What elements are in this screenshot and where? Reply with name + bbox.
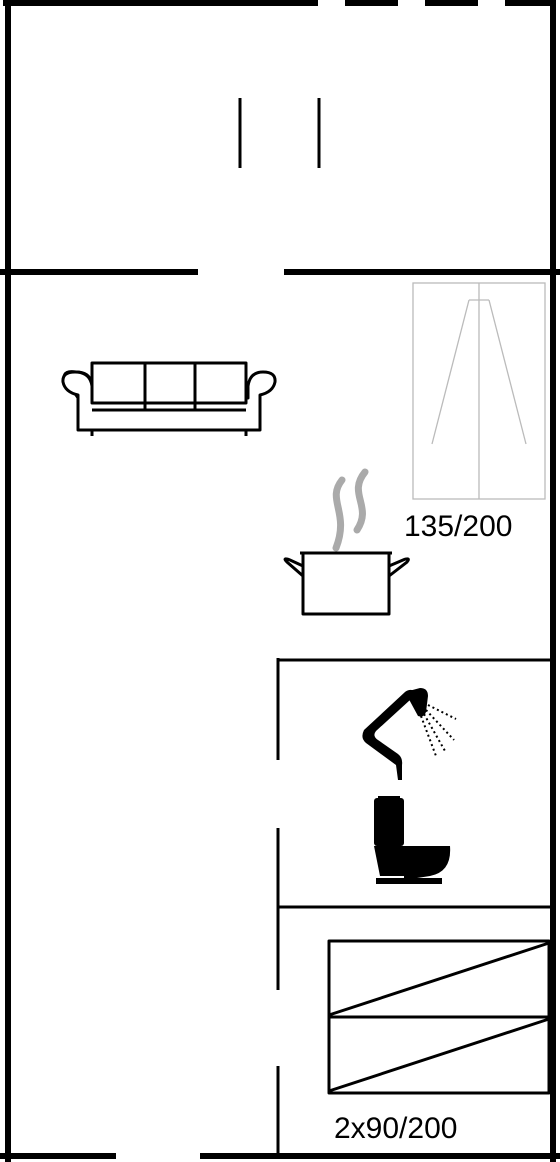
toilet-icon [374, 796, 451, 884]
sofa-icon [61, 361, 277, 436]
cooking-pot-icon [283, 468, 410, 616]
interior-walls [276, 658, 552, 1158]
double-bed-label: 135/200 [404, 510, 512, 543]
shower-icon [362, 688, 457, 780]
twin-beds-label: 2x90/200 [334, 1112, 457, 1145]
double-bed [412, 282, 546, 500]
terrace-area [3, 0, 556, 272]
outer-walls [0, 269, 560, 1162]
twin-beds [327, 939, 551, 1095]
